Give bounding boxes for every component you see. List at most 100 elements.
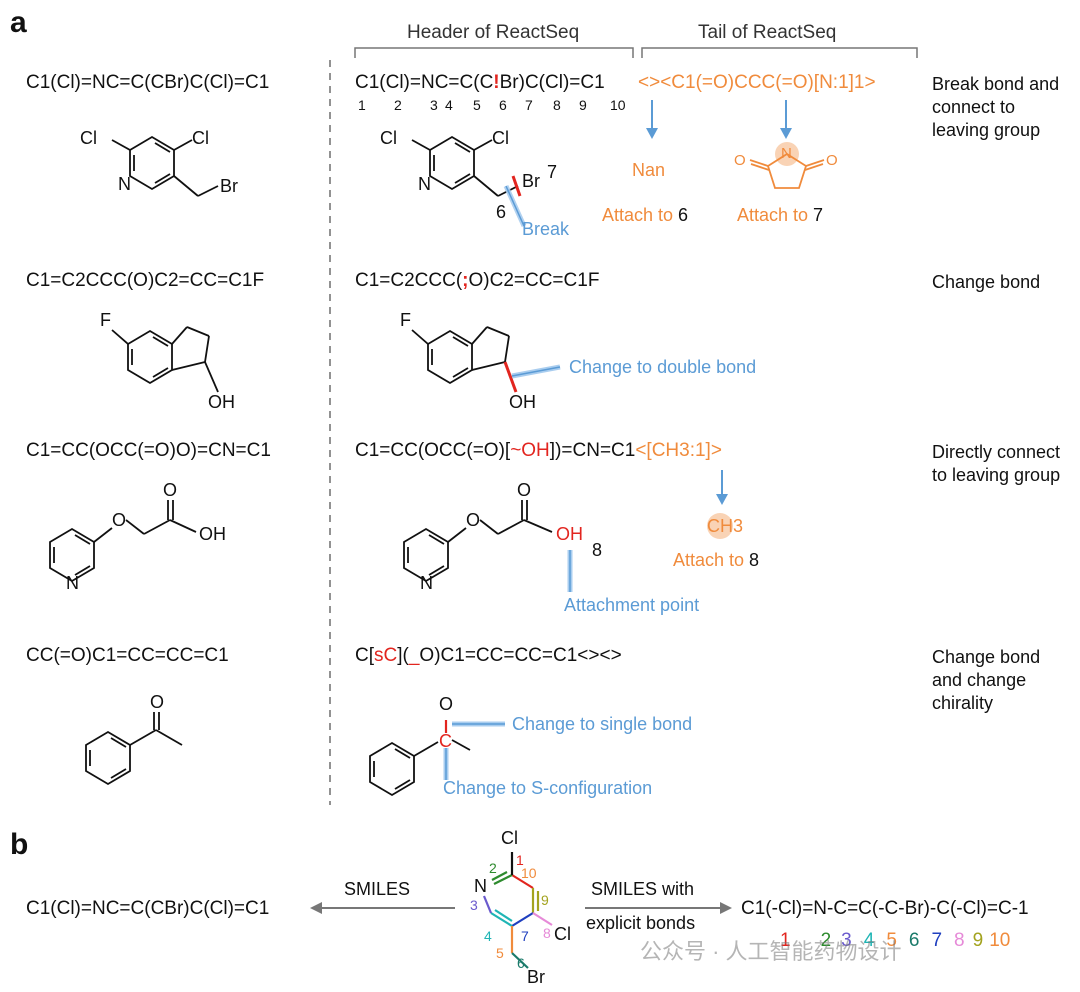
- header-label: Header of ReactSeq: [407, 22, 580, 43]
- panel-b-atom-2: 2: [489, 860, 497, 876]
- row3-reactseq-pre: C1=CC(OCC(=O)[: [355, 440, 511, 461]
- panel-b-index-2: 2: [820, 930, 832, 951]
- row2-left-molecule: [111, 326, 219, 393]
- row3-reactseq-tail: <[CH3:1]>: [635, 440, 722, 461]
- panel-b-n: N: [474, 876, 487, 896]
- row3-left-o-carbonyl: O: [163, 480, 178, 500]
- idx-5: 5: [473, 97, 481, 113]
- row1-right-num6: 6: [496, 202, 507, 222]
- idx-10: 10: [610, 97, 626, 113]
- row4-left-molecule: [85, 712, 183, 786]
- panel-b-atom-5: 5: [496, 945, 504, 961]
- row4-left-o: O: [150, 692, 165, 712]
- idx-3: 3: [430, 97, 438, 113]
- panel-b-arrow-left-label: SMILES: [344, 879, 411, 899]
- row4-reactseq-mark2: _: [408, 645, 420, 666]
- row1-description: Break bond and connect to leaving group: [932, 74, 1060, 140]
- row3-reactseq-mark: ~OH: [510, 440, 550, 461]
- row2-right-f: F: [400, 310, 411, 330]
- row1-reactseq-post: Br)C(Cl)=C1: [499, 72, 605, 93]
- row3-reactseq-post: ])=CN=C1: [549, 440, 636, 461]
- row3-right-o-ether: O: [466, 510, 481, 530]
- row2-reactseq: C1=C2CCC(;O)C2=CC=C1F: [355, 270, 599, 292]
- row4-reactseq-pre: C[: [355, 645, 374, 666]
- panel-b-index-1: 1: [780, 930, 791, 951]
- row1-attach2: Attach to 7: [737, 205, 823, 226]
- panel-b-explicit-smiles: C1(-Cl)=N-C=C(-C-Br)-C(-Cl)=C-1: [741, 898, 1029, 919]
- row3-description: Directly connect to leaving group: [932, 442, 1061, 485]
- row1-attach1-prefix: Attach to: [602, 205, 679, 225]
- succinimide-ring: [749, 152, 825, 189]
- tail-bracket: [641, 47, 918, 58]
- panel-a-label: a: [10, 6, 27, 39]
- row1-succinimide-o1: O: [734, 152, 746, 169]
- row4-reactseq-post: O)C1=CC=CC=C1<><>: [419, 645, 622, 666]
- row4-annotation-s-config: Change to S-configuration: [443, 778, 653, 798]
- row1-attach2-num: 7: [813, 205, 824, 225]
- panel-b-index-9: 9: [972, 930, 984, 951]
- row4-annotation-single: Change to single bond: [512, 714, 693, 734]
- panel-b-arrow-right-label-2: explicit bonds: [586, 913, 696, 933]
- row3-right-num8: 8: [592, 540, 603, 560]
- row1-smiles: C1(Cl)=NC=C(CBr)C(Cl)=C1: [26, 72, 270, 93]
- panel-b-cl-top: Cl: [501, 828, 518, 848]
- row1-succinimide-o2: O: [826, 152, 838, 169]
- idx-8: 8: [553, 97, 561, 113]
- watermark: 公众号 · 人工智能药物设计: [640, 939, 902, 964]
- row2-smiles: C1=C2CCC(O)C2=CC=C1F: [26, 270, 265, 291]
- row1-reactseq: C1(Cl)=NC=C(C!Br)C(Cl)=C1: [355, 72, 605, 94]
- panel-b-atom-9: 9: [541, 892, 549, 908]
- row4-smiles: CC(=O)C1=CC=CC=C1: [26, 645, 229, 666]
- row2-left-f: F: [100, 310, 111, 330]
- panel-b-smiles: C1(Cl)=NC=C(CBr)C(Cl)=C1: [26, 898, 270, 919]
- idx-6: 6: [499, 97, 507, 113]
- row2-reactseq-pre: C1=C2CCC(: [355, 270, 463, 291]
- row2-description: Change bond: [932, 272, 1041, 292]
- row3-annotation: Attachment point: [564, 595, 700, 615]
- row3-attach-num: 8: [749, 550, 760, 570]
- row1-left-n: N: [118, 174, 131, 194]
- row1-nan: Nan: [632, 160, 666, 180]
- idx-4: 4: [445, 97, 453, 113]
- idx-2: 2: [394, 97, 402, 113]
- idx-9: 9: [579, 97, 587, 113]
- row1-right-n: N: [418, 174, 431, 194]
- row1-attach2-prefix: Attach to: [737, 205, 814, 225]
- panel-b-index-8: 8: [954, 930, 965, 951]
- panel-b-cl-right: Cl: [554, 924, 571, 944]
- panel-b-molecule: [482, 852, 553, 969]
- panel-b-index-4: 4: [863, 930, 875, 951]
- row3-ch3: CH3: [707, 516, 744, 536]
- row1-reactseq-mark: !: [493, 72, 500, 93]
- row3-left-oh: OH: [199, 524, 226, 544]
- row3-left-molecule: [49, 500, 197, 583]
- row1-left-molecule: [111, 135, 219, 197]
- row2-right-molecule: [411, 326, 510, 385]
- panel-b-label: b: [10, 828, 29, 861]
- row2-right-oh: OH: [509, 392, 536, 412]
- idx-1: 1: [358, 97, 366, 113]
- row1-left-br: Br: [220, 176, 238, 196]
- row3-left-n: N: [66, 573, 79, 593]
- row4-right-molecule: [369, 739, 471, 797]
- panel-b-index-5: 5: [886, 930, 897, 951]
- row1-attach1: Attach to 6: [602, 205, 688, 226]
- row3-left-o-ether: O: [112, 510, 127, 530]
- panel-b-arrow-right-label-1: SMILES with: [591, 879, 695, 899]
- panel-b-br: Br: [527, 967, 545, 987]
- row1-right-molecule: [411, 135, 519, 197]
- row1-right-cl1: Cl: [380, 128, 397, 148]
- row3-smiles: C1=CC(OCC(=O)O)=CN=C1: [26, 440, 271, 461]
- row3-attach-prefix: Attach to: [673, 550, 750, 570]
- row4-reactseq-mid: ](: [397, 645, 409, 666]
- row4-right-c: C: [439, 731, 452, 751]
- idx-7: 7: [525, 97, 533, 113]
- panel-b-atom-1: 1: [516, 852, 524, 868]
- panel-b-atom-6: 6: [517, 955, 525, 971]
- panel-b-atom-8: 8: [543, 925, 551, 941]
- panel-b-atom-10: 10: [521, 865, 537, 881]
- panel-b-index-6: 6: [908, 930, 920, 951]
- panel-b-index-7: 7: [931, 930, 943, 951]
